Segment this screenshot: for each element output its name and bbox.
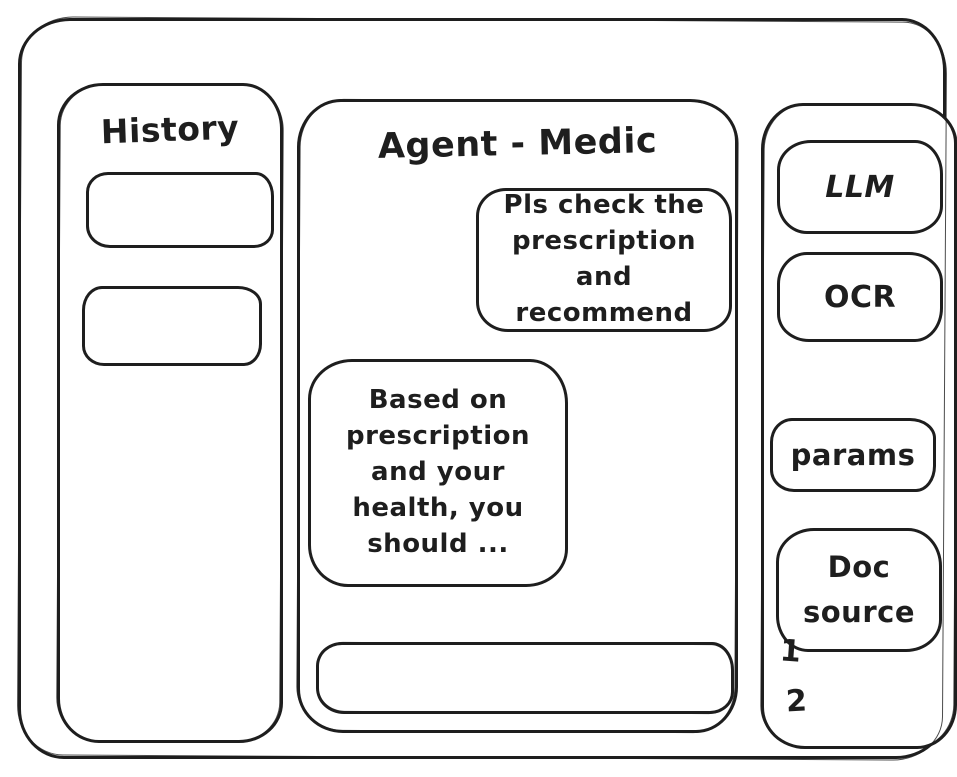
chat-panel: Agent - Medic Pls check the prescription… <box>297 99 738 733</box>
chat-message-user-text: Pls check the prescription and recommend <box>503 190 705 328</box>
chat-message-user: Pls check the prescription and recommend <box>476 188 732 332</box>
chat-message-assistant: Based on prescription and your health, y… <box>308 359 568 587</box>
doc-source-item-2[interactable]: 2 <box>785 683 808 720</box>
chat-panel-title: Agent - Medic <box>377 121 658 167</box>
message-input[interactable] <box>319 645 731 711</box>
ocr-button[interactable]: OCR <box>777 252 943 342</box>
history-item[interactable] <box>86 172 274 248</box>
doc-source-item-1[interactable]: 1 <box>778 633 803 670</box>
ocr-button-label: OCR <box>823 279 897 315</box>
tools-panel: LLM OCR params Doc source 1 2 <box>761 103 957 749</box>
params-button[interactable]: params <box>770 418 936 492</box>
params-button-label: params <box>790 438 916 472</box>
doc-source-button[interactable]: Doc source <box>776 528 942 652</box>
app-window-frame: History Agent - Medic Pls check the pres… <box>18 18 957 759</box>
llm-button-label: LLM <box>825 169 895 205</box>
history-panel-title: History <box>100 107 240 152</box>
history-item[interactable] <box>82 286 262 366</box>
doc-source-button-label: Doc source <box>803 550 915 629</box>
llm-button[interactable]: LLM <box>777 140 943 234</box>
chat-message-assistant-text: Based on prescription and your health, y… <box>345 385 530 559</box>
history-panel: History <box>57 83 283 743</box>
message-input-bar <box>316 642 734 714</box>
